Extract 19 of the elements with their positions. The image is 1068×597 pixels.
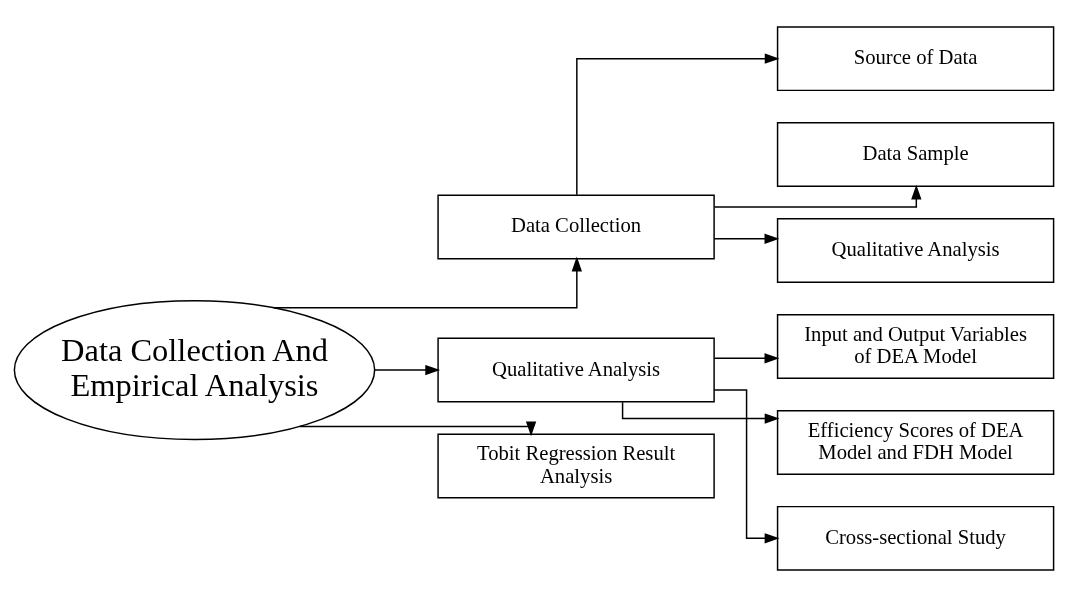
arrow	[713, 353, 780, 364]
arrow	[713, 184, 922, 208]
arrow	[373, 364, 441, 376]
arrow	[576, 53, 780, 196]
node-ellipse: Data Collection And Empirical Analysis	[13, 299, 376, 441]
arrow	[273, 256, 582, 309]
arrow	[713, 389, 780, 544]
node-box: Tobit Regression Result Analysis	[437, 433, 715, 499]
node-box: Data Collection	[437, 194, 715, 260]
node-box: Efficiency Scores of DEA Model and FDH Model	[776, 409, 1055, 475]
arrow	[621, 401, 780, 424]
node-box: Qualitative Analysis	[776, 218, 1055, 283]
node-box: Qualitative Analysis	[437, 337, 715, 403]
arrow	[298, 421, 537, 437]
node-box: Input and Output Variables of DEA Model	[776, 314, 1055, 379]
node-box: Data Sample	[776, 122, 1055, 188]
arrow	[713, 233, 780, 244]
node-box: Source of Data	[776, 26, 1055, 92]
node-box: Cross-sectional Study	[776, 505, 1055, 571]
